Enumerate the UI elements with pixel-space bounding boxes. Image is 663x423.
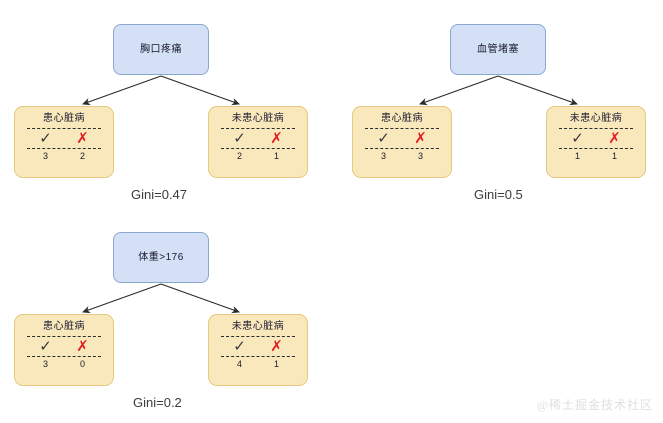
decision-tree-weight: 体重>176 患心脏病 ✓ ✗ 3 0 未患心脏病 ✓ ✗ 4 (0, 213, 330, 423)
edge-to-right-leaf (160, 283, 240, 314)
leaf-rule-top (559, 128, 633, 129)
leaf-rule-top (221, 128, 295, 129)
leaf-rule-bottom (559, 148, 633, 149)
count-cross: 3 (417, 151, 423, 161)
edge-to-left-leaf (82, 283, 162, 314)
root-node-label: 血管堵塞 (477, 43, 519, 55)
check-icon: ✓ (39, 130, 52, 147)
edge-to-left-leaf (419, 75, 499, 106)
count-cross: 1 (273, 151, 279, 161)
leaf-title: 患心脏病 (381, 113, 423, 124)
cross-icon: ✗ (76, 338, 89, 355)
leaf-title: 未患心脏病 (231, 113, 285, 124)
leaf-node-no-disease[interactable]: 未患心脏病 ✓ ✗ 2 1 (208, 106, 308, 178)
leaf-title: 患心脏病 (43, 113, 85, 124)
leaf-marks-row: ✓ ✗ (27, 129, 101, 148)
cross-icon: ✗ (414, 130, 427, 147)
check-icon: ✓ (233, 130, 246, 147)
leaf-node-no-disease[interactable]: 未患心脏病 ✓ ✗ 1 1 (546, 106, 646, 178)
check-icon: ✓ (571, 130, 584, 147)
leaf-title: 未患心脏病 (569, 113, 623, 124)
leaf-counts-row: 1 1 (559, 152, 633, 161)
count-cross: 1 (273, 359, 279, 369)
leaf-rule-bottom (221, 356, 295, 357)
leaf-rule-top (221, 336, 295, 337)
gini-caption: Gini=0.2 (133, 395, 182, 410)
cross-icon: ✗ (270, 338, 283, 355)
gini-caption: Gini=0.47 (131, 187, 188, 202)
leaf-marks-row: ✓ ✗ (27, 337, 101, 356)
count-check: 2 (236, 151, 242, 161)
count-cross: 0 (79, 359, 85, 369)
leaf-node-no-disease[interactable]: 未患心脏病 ✓ ✗ 4 1 (208, 314, 308, 386)
leaf-marks-row: ✓ ✗ (221, 129, 295, 148)
cross-icon: ✗ (608, 130, 621, 147)
root-node-weight[interactable]: 体重>176 (113, 232, 209, 283)
leaf-rule-top (365, 128, 439, 129)
leaf-counts-row: 3 3 (365, 152, 439, 161)
root-node-label: 体重>176 (138, 251, 184, 263)
root-node-chest-pain[interactable]: 胸口疼痛 (113, 24, 209, 75)
leaf-marks-row: ✓ ✗ (221, 337, 295, 356)
count-check: 3 (380, 151, 386, 161)
count-check: 3 (42, 359, 48, 369)
check-icon: ✓ (39, 338, 52, 355)
edge-to-right-leaf (160, 75, 240, 106)
leaf-node-has-disease[interactable]: 患心脏病 ✓ ✗ 3 0 (14, 314, 114, 386)
count-cross: 2 (79, 151, 85, 161)
edge-to-right-leaf (497, 75, 578, 106)
leaf-marks-row: ✓ ✗ (365, 129, 439, 148)
edge-to-left-leaf (82, 75, 162, 106)
leaf-rule-top (27, 128, 101, 129)
gini-caption: Gini=0.5 (474, 187, 523, 202)
root-node-blocked-artery[interactable]: 血管堵塞 (450, 24, 546, 75)
leaf-node-has-disease[interactable]: 患心脏病 ✓ ✗ 3 3 (352, 106, 452, 178)
leaf-counts-row: 3 2 (27, 152, 101, 161)
leaf-counts-row: 4 1 (221, 360, 295, 369)
leaf-node-has-disease[interactable]: 患心脏病 ✓ ✗ 3 2 (14, 106, 114, 178)
check-icon: ✓ (233, 338, 246, 355)
cross-icon: ✗ (76, 130, 89, 147)
leaf-title: 未患心脏病 (231, 321, 285, 332)
decision-tree-blocked-artery: 血管堵塞 患心脏病 ✓ ✗ 3 3 未患心脏病 ✓ ✗ 1 (340, 0, 663, 215)
count-check: 1 (574, 151, 580, 161)
leaf-rule-top (27, 336, 101, 337)
leaf-marks-row: ✓ ✗ (559, 129, 633, 148)
count-cross: 1 (611, 151, 617, 161)
leaf-counts-row: 3 0 (27, 360, 101, 369)
root-node-label: 胸口疼痛 (140, 43, 182, 55)
count-check: 3 (42, 151, 48, 161)
leaf-counts-row: 2 1 (221, 152, 295, 161)
leaf-rule-bottom (27, 356, 101, 357)
leaf-rule-bottom (221, 148, 295, 149)
leaf-rule-bottom (365, 148, 439, 149)
check-icon: ✓ (377, 130, 390, 147)
watermark: @稀土掘金技术社区 (536, 398, 653, 412)
leaf-title: 患心脏病 (43, 321, 85, 332)
leaf-rule-bottom (27, 148, 101, 149)
cross-icon: ✗ (270, 130, 283, 147)
count-check: 4 (236, 359, 242, 369)
decision-tree-chest-pain: 胸口疼痛 患心脏病 ✓ ✗ 3 2 未患心脏病 ✓ ✗ 2 (0, 0, 330, 215)
